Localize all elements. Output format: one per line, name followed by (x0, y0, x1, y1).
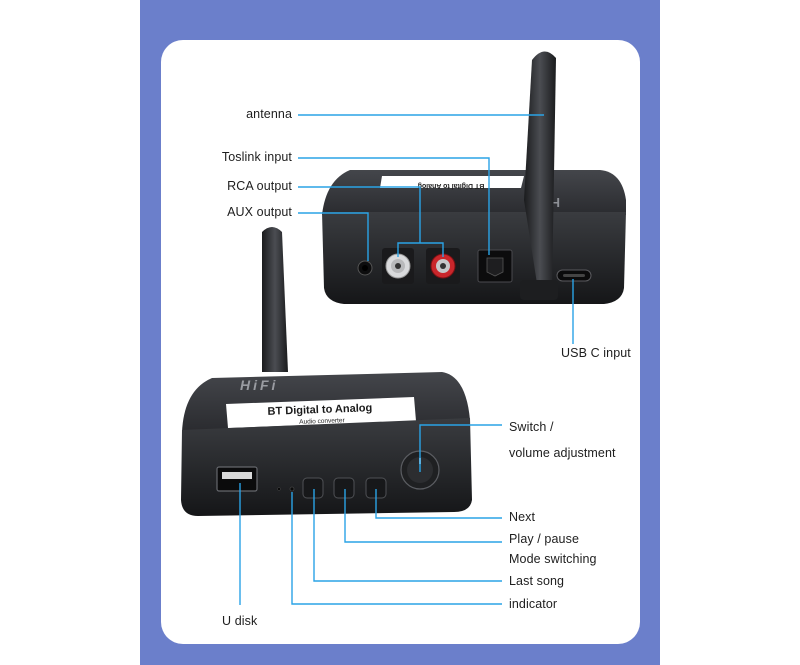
front-antenna (262, 227, 288, 372)
back-device: BT Digital to Analog HiFi (322, 51, 626, 304)
rca-red-jack (426, 248, 460, 284)
small-hole (277, 487, 281, 491)
label-next: Next (509, 510, 536, 524)
label-toslink-input: Toslink input (221, 150, 292, 164)
front-device: HiFi BT Digital to Analog Audio converte… (181, 227, 472, 516)
label-rca-output: RCA output (227, 179, 292, 193)
back-label-text: BT Digital to Analog (418, 182, 485, 189)
aux-port (357, 260, 373, 276)
aux-callout-line (298, 212, 369, 261)
indicator-callout-line (291, 492, 502, 605)
last-song-button (302, 477, 324, 499)
rca-white-jack (382, 248, 414, 284)
toslink-callout-line (298, 157, 490, 255)
mode-button (333, 477, 355, 499)
product-card (161, 40, 640, 644)
label-switch: Switch / (509, 420, 554, 434)
switch-callout-line (419, 424, 502, 472)
label-volume-adjustment: volume adjustment (509, 446, 616, 460)
next-callout-line (375, 489, 502, 519)
front-label-line2: Audio converter (299, 417, 346, 426)
label-aux-output: AUX output (227, 205, 292, 219)
front-brand-text: HiFi (240, 377, 278, 393)
toslink-port (477, 249, 513, 283)
callout-lines (239, 114, 574, 605)
back-antenna (520, 51, 558, 300)
play-callout-line (344, 489, 502, 543)
label-u-disk: U disk (222, 614, 258, 628)
indicator-led (289, 486, 295, 492)
label-usb-c-input: USB C input (561, 346, 631, 360)
label-indicator: indicator (509, 597, 558, 611)
label-last-song: Last song (509, 574, 565, 588)
front-label-line1: BT Digital to Analog (267, 402, 372, 418)
usb-c-port (556, 269, 592, 282)
label-mode-switching: Mode switching (509, 552, 597, 566)
last-callout-line (313, 489, 502, 582)
rca-callout-line (298, 186, 421, 243)
back-label-sticker: BT Digital to Analog (380, 176, 524, 189)
front-label-sticker: BT Digital to Analog Audio converter (226, 397, 416, 428)
label-play-pause: Play / pause (509, 532, 579, 546)
rca-branch-line (397, 242, 444, 257)
label-antenna: antenna (246, 107, 292, 121)
usb-a-port (216, 466, 258, 492)
